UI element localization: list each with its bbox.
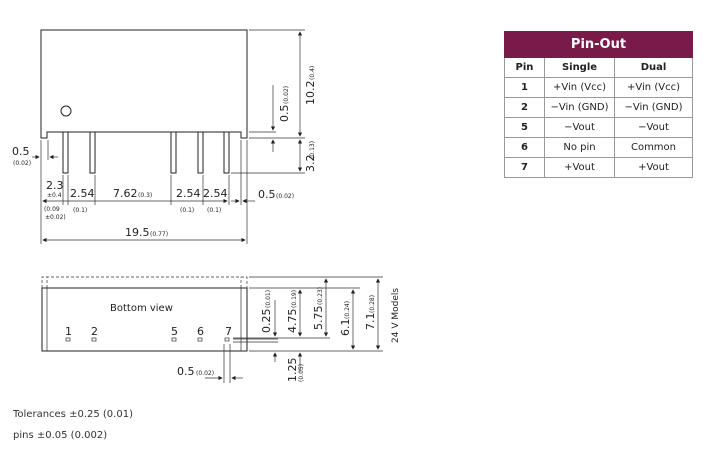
single-cell: +Vin (Vcc) [544,77,615,98]
dim-pitch1-in: (0.1) [73,207,87,214]
dim-first-pin: 2.3 [46,179,64,192]
pin [62,131,69,174]
dim-height-in: (0.4) [309,66,316,80]
single-cell: +Vout [544,157,615,178]
pin-number: 2 [91,325,98,338]
table-row: 2−Vin (GND)−Vin (GND) [504,97,693,118]
pin-number: 5 [171,325,178,338]
pin-cell: 1 [504,77,545,98]
pinout-title: Pin-Out [504,31,693,58]
dim-pitch3-in: (0.1) [207,207,221,214]
pin-pad [197,337,203,342]
dim-1-25: 1.25 [286,358,299,383]
pin-pad [224,337,230,342]
dim-pad-offset-in: (0.01) [265,290,272,308]
dim-pitch2-in: (0.1) [180,207,194,214]
dim-4-75: 4.75 [286,309,299,334]
dim-pad-offset: 0.25 [260,309,273,334]
pin-pad [65,337,71,342]
dim-first-pin-in-tol: ±0.02) [45,214,66,221]
dim-right-offset-in: (0.02) [276,193,294,200]
dim-standoff-in: (0.02) [283,86,290,104]
pinout-table: Pin-Out Pin Single Dual 1+Vin (Vcc)+Vin … [504,31,693,178]
module-body-bottom [41,287,248,352]
dim-pin-length-in: (0.13) [309,141,316,159]
dim-7-1-in: (0.28) [369,295,376,313]
dim-right-offset: 0.5 [258,188,276,201]
dim-first-pin-in: (0.09 [44,206,60,213]
dim-6-1-in: (0.24) [344,301,351,319]
dim-5-75-in: (0.23) [317,287,324,305]
top-view: 10.2 (0.4) 0.5 (0.02) 3.2 (0.13) 0.5 (0.… [12,29,317,244]
pin [223,131,230,174]
pin-number: 6 [197,325,204,338]
dim-gap: 7.62 [113,187,138,200]
header-single: Single [544,57,615,78]
dim-pitch1: 2.54 [70,187,95,200]
single-cell: −Vout [544,117,615,138]
dual-cell: +Vout [614,157,693,178]
single-cell: −Vin (GND) [544,97,615,118]
pin [170,131,177,174]
pin [197,131,204,174]
bottom-view: Bottom view 1 2 5 6 7 0.25 (0.01) 4.75 (… [41,276,401,383]
dim-height: 10.2 [304,81,317,106]
pin-cell: 2 [504,97,545,118]
pin-pad [91,337,97,342]
pin-number: 7 [225,325,232,338]
header-dual: Dual [614,57,693,78]
single-cell: No pin [544,137,615,158]
dim-5-75: 5.75 [312,306,325,331]
pin [89,131,96,174]
pin-cell: 5 [504,117,545,138]
pin-tolerances-note: pins ±0.05 (0.002) [13,430,108,441]
pin1-marker-icon [60,105,72,117]
bottom-view-label: Bottom view [110,303,173,314]
tolerances-note: Tolerances ±0.25 (0.01) [13,409,133,420]
dim-pin-length: 3.2 [304,155,317,173]
dim-6-1: 6.1 [339,319,352,337]
dual-cell: Common [614,137,693,158]
pin-pad [171,337,177,342]
dim-left-offset: 0.5 [12,145,30,158]
dim-7-1: 7.1 [364,313,377,331]
header-pin: Pin [504,57,545,78]
pins [62,131,230,174]
dim-4-75-in: (0.19) [291,290,298,308]
dual-cell: −Vin (GND) [614,97,693,118]
table-row: 1+Vin (Vcc)+Vin (Vcc) [504,77,693,98]
models-note: 24 V Models [391,288,401,343]
dim-1-25-in: (0.05) [298,364,305,382]
dim-width: 19.5 [125,226,150,239]
dim-first-pin-tol: ±0.4 [47,192,62,199]
dim-pin-width-in: (0.02) [196,370,214,377]
pin-cell: 7 [504,157,545,178]
dim-gap-in: (0.3) [138,192,152,199]
dim-pitch3: 2.54 [203,187,228,200]
dim-pin-width: 0.5 [177,365,195,378]
dim-pitch2: 2.54 [176,187,201,200]
table-row: 7+Vout+Vout [504,157,693,178]
pin-number: 1 [65,325,72,338]
table-row: 5−Vout−Vout [504,117,693,138]
dim-width-in: (0.77) [150,231,168,238]
pin-cell: 6 [504,137,545,158]
module-body [40,29,248,139]
dim-standoff: 0.5 [278,105,291,123]
dual-cell: +Vin (Vcc) [614,77,693,98]
dual-cell: −Vout [614,117,693,138]
dim-left-offset-in: (0.02) [13,160,31,167]
